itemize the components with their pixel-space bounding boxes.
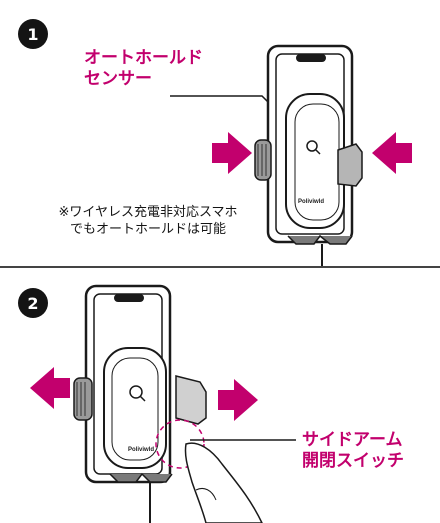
holder-plate	[103, 347, 167, 469]
step-2-panel: 2 サイドアーム 開閉スイッチ Poliviwld	[0, 268, 440, 523]
arrow-left-icon	[30, 367, 70, 409]
auto-hold-sensor-label-line2: センサー	[84, 69, 152, 89]
step-2-badge: 2	[18, 288, 48, 318]
step-1-badge: 1	[18, 19, 48, 49]
wireless-note: ※ワイヤレス充電非対応スマホ でもオートホールドは可能	[28, 204, 268, 238]
auto-hold-sensor-callout: オートホールド センサー	[84, 48, 203, 90]
auto-hold-sensor-label-line1: オートホールド	[84, 48, 203, 68]
side-arm-switch-label-line2: 開閉スイッチ	[302, 451, 404, 471]
phone-holder-illustration-1: Poliviwld	[170, 44, 412, 266]
qi-wireless-icon	[129, 385, 146, 402]
holder-plate	[285, 93, 345, 229]
qi-wireless-icon	[306, 140, 321, 155]
arrow-right-icon	[212, 132, 252, 174]
side-arm-switch-callout: サイドアーム 開閉スイッチ	[302, 430, 404, 472]
brand-mark-1: Poliviwld	[298, 199, 324, 205]
step-1-number: 1	[27, 24, 39, 44]
mount-base-1	[287, 234, 353, 266]
brand-mark-2: Poliviwld	[128, 447, 154, 453]
phone-holder-illustration-2: Poliviwld	[30, 284, 296, 523]
side-arm-switch-label-line1: サイドアーム	[302, 430, 403, 450]
arrow-right-icon	[218, 379, 258, 421]
mount-base-2	[109, 472, 173, 523]
finger-hand-icon	[184, 442, 263, 523]
step-2-number: 2	[27, 293, 39, 313]
right-side-arm	[337, 143, 363, 187]
panel-divider	[0, 266, 440, 268]
wireless-note-line2: でもオートホールドは可能	[69, 222, 226, 237]
right-side-arm	[175, 375, 207, 425]
left-side-arm	[73, 377, 93, 421]
switch-highlight-circle	[155, 419, 205, 469]
step-1-panel: 1 オートホールド センサー ※ワイヤレス充電非対応スマホ でもオートホールドは…	[18, 19, 412, 266]
left-side-arm	[254, 139, 272, 181]
arrow-left-icon	[372, 132, 412, 174]
wireless-note-line1: ※ワイヤレス充電非対応スマホ	[58, 205, 238, 220]
